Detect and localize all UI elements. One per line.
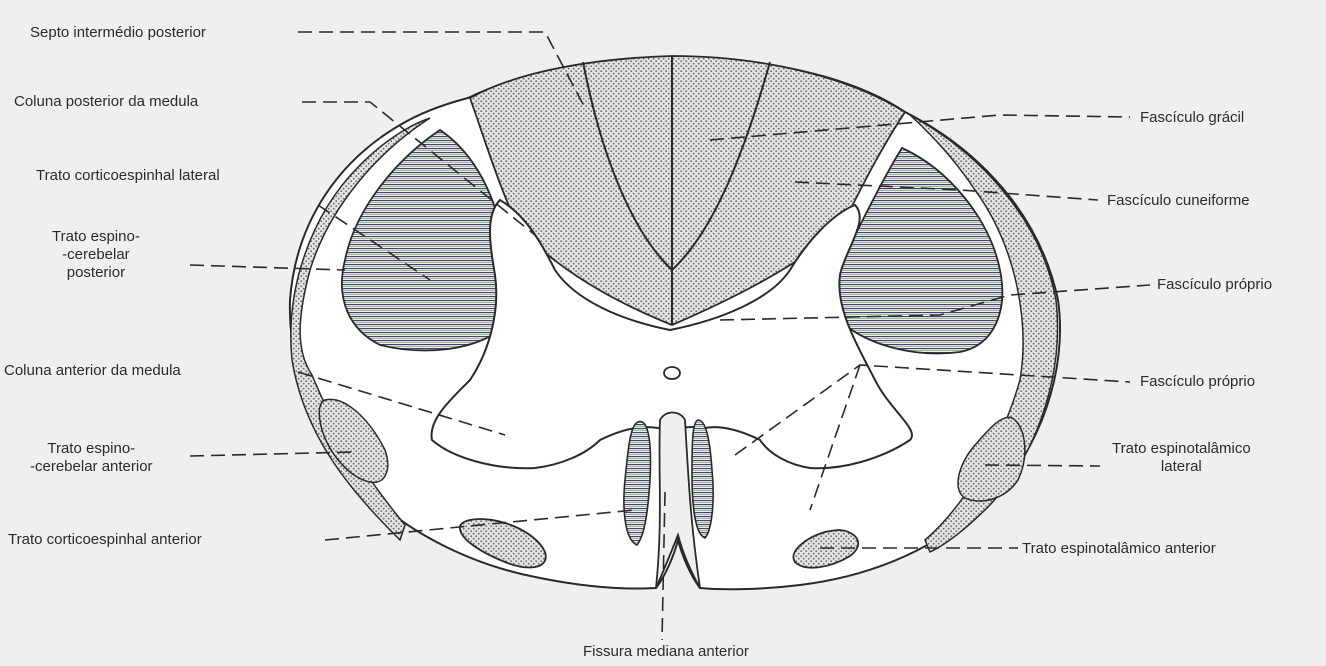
label-trato-corticoespinhal-anterior: Trato corticoespinhal anterior xyxy=(8,531,202,549)
label-trato-espinocerebelar-anterior: Trato espino- -cerebelar anterior xyxy=(30,440,153,476)
label-trato-espinotalamico-lateral: Trato espinotalâmico lateral xyxy=(1112,440,1251,476)
label-line: -cerebelar xyxy=(52,246,140,264)
label-line: -cerebelar anterior xyxy=(30,458,153,476)
label-coluna-posterior: Coluna posterior da medula xyxy=(14,93,198,111)
central-canal xyxy=(664,367,680,379)
label-trato-corticoespinhal-lateral: Trato corticoespinhal lateral xyxy=(36,167,220,185)
label-fasciculo-cuneiforme: Fascículo cuneiforme xyxy=(1107,192,1250,210)
label-fasciculo-proprio-2: Fascículo próprio xyxy=(1140,373,1255,391)
label-coluna-anterior: Coluna anterior da medula xyxy=(4,362,181,380)
label-fasciculo-proprio-1: Fascículo próprio xyxy=(1157,276,1272,294)
label-line: Trato espino- xyxy=(30,440,153,458)
label-septo-intermedio-posterior: Septo intermédio posterior xyxy=(30,24,206,42)
label-line: Trato espino- xyxy=(52,228,140,246)
label-line: lateral xyxy=(1112,458,1251,476)
label-trato-espinotalamico-anterior: Trato espinotalâmico anterior xyxy=(1022,540,1216,558)
label-fissura-mediana-anterior: Fissura mediana anterior xyxy=(583,643,749,661)
label-fasciculo-gracil: Fascículo grácil xyxy=(1140,109,1244,127)
label-line: Trato espinotalâmico xyxy=(1112,440,1251,458)
label-trato-espinocerebelar-posterior: Trato espino- -cerebelar posterior xyxy=(52,228,140,282)
label-line: posterior xyxy=(52,264,140,282)
